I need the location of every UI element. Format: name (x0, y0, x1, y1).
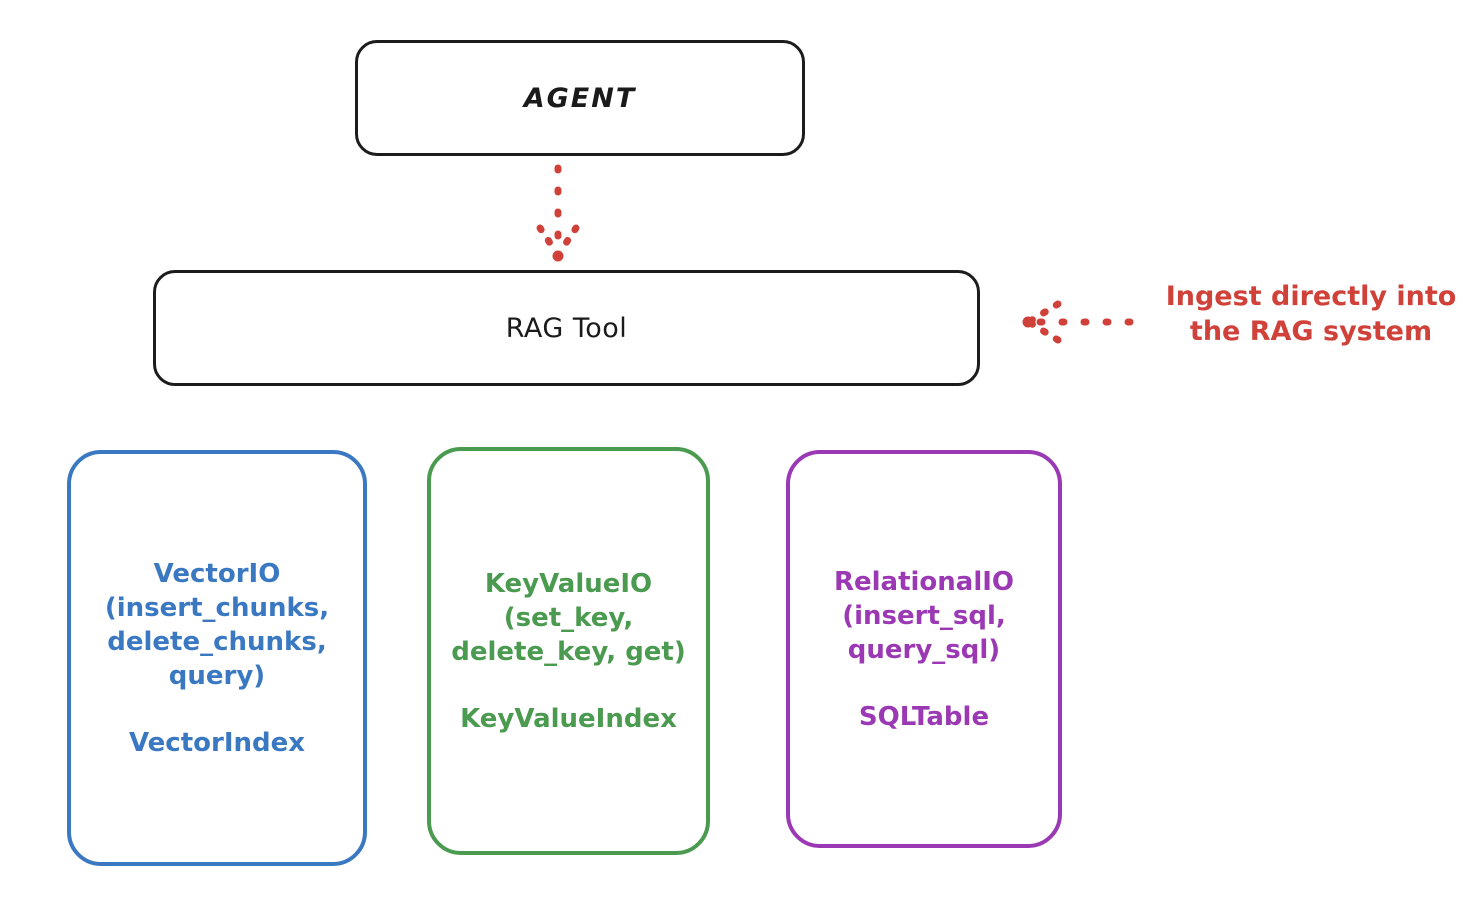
key-value-io-api-label: KeyValueIO (set_key, delete_key, get) (451, 569, 686, 667)
connector-ingest-to-rag-tool (1022, 300, 1134, 344)
vector-io-api-label: VectorIO (insert_chunks, delete_chunks, … (104, 559, 330, 691)
node-agent[interactable]: AGENT (355, 40, 805, 156)
node-vector-io[interactable]: VectorIO (insert_chunks, delete_chunks, … (67, 450, 367, 866)
node-rag-tool[interactable]: RAG Tool (153, 270, 980, 386)
vector-index-label: VectorIndex (128, 727, 306, 758)
sql-table-label: SQLTable (858, 701, 990, 732)
connector-agent-to-rag-tool (536, 164, 580, 262)
relational-io-api-label: RelationalIO (insert_sql, query_sql) (833, 567, 1015, 665)
key-value-index-label: KeyValueIndex (460, 703, 677, 734)
node-key-value-io[interactable]: KeyValueIO (set_key, delete_key, get) Ke… (427, 447, 710, 855)
agent-label: AGENT (523, 82, 637, 114)
ingest-annotation-label: Ingest directly into the RAG system (1165, 281, 1457, 347)
rag-tool-label: RAG Tool (505, 312, 628, 344)
node-relational-io[interactable]: RelationalIO (insert_sql, query_sql) SQL… (786, 450, 1062, 848)
